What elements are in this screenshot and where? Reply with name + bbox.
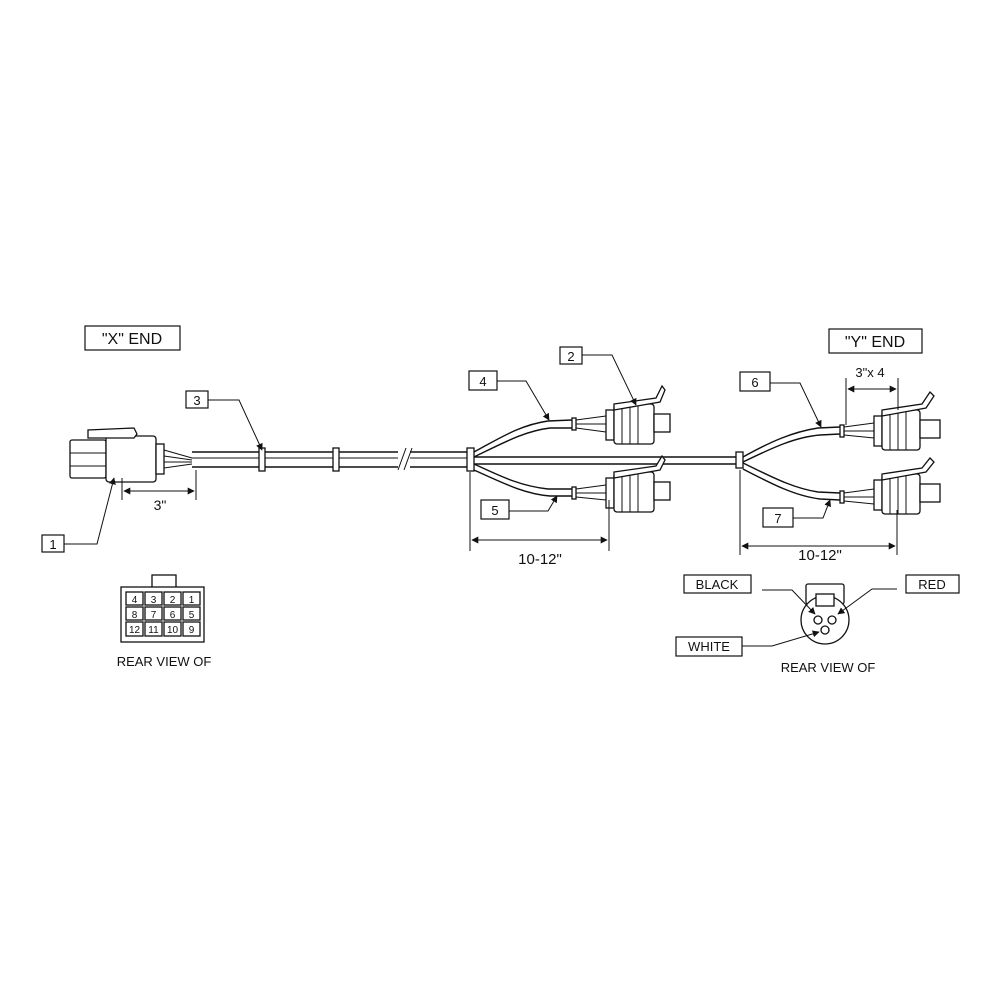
connector-6-plug xyxy=(873,390,941,451)
svg-text:7: 7 xyxy=(151,610,157,621)
label-black: BLACK xyxy=(683,574,816,615)
callout-6: 6 xyxy=(739,371,822,428)
svg-text:10-12": 10-12" xyxy=(798,547,842,564)
svg-text:7: 7 xyxy=(774,511,781,526)
dimension-branch-left: 10-12" xyxy=(469,472,610,568)
svg-text:5: 5 xyxy=(189,610,195,621)
svg-text:5: 5 xyxy=(491,503,498,518)
callout-2: 2 xyxy=(559,346,637,406)
svg-text:9: 9 xyxy=(189,625,195,636)
svg-text:4: 4 xyxy=(479,374,486,389)
svg-text:REAR VIEW OF: REAR VIEW OF xyxy=(781,660,876,675)
svg-text:12: 12 xyxy=(129,625,141,636)
x-end-connector xyxy=(69,427,193,483)
pin-grid xyxy=(125,591,201,637)
branch-4 xyxy=(473,415,607,458)
callout-5: 5 xyxy=(480,495,558,520)
svg-text:BLACK: BLACK xyxy=(696,577,739,592)
branch-5 xyxy=(473,463,607,501)
callout-4: 4 xyxy=(468,370,550,421)
svg-text:2: 2 xyxy=(170,595,176,606)
connector-5-plug xyxy=(605,454,671,513)
callout-3: 3 xyxy=(185,390,263,451)
connector-2 xyxy=(605,384,671,445)
svg-text:6: 6 xyxy=(170,610,176,621)
svg-text:8: 8 xyxy=(132,610,138,621)
svg-text:RED: RED xyxy=(918,577,945,592)
svg-text:1: 1 xyxy=(49,537,56,552)
svg-text:"X" END: "X" END xyxy=(102,331,162,348)
svg-text:4: 4 xyxy=(132,595,138,606)
branch-7 xyxy=(742,462,875,505)
x-end-rear-view: 4 3 2 1 8 7 6 5 12 11 10 9 REAR VIEW OF xyxy=(117,574,212,669)
svg-text:WHITE: WHITE xyxy=(688,639,730,654)
svg-text:3: 3 xyxy=(151,595,157,606)
svg-text:3"x 4: 3"x 4 xyxy=(855,365,884,380)
svg-text:2: 2 xyxy=(567,349,574,364)
svg-text:3": 3" xyxy=(154,497,167,513)
callout-7: 7 xyxy=(762,499,831,528)
label-red: RED xyxy=(837,574,960,615)
y-end-title: "Y" END xyxy=(828,328,923,354)
svg-text:10: 10 xyxy=(167,625,179,636)
dimension-y-pitch: 3"x 4 xyxy=(845,365,899,425)
svg-text:REAR VIEW OF: REAR VIEW OF xyxy=(117,654,212,669)
svg-text:1: 1 xyxy=(189,595,195,606)
branch-6 xyxy=(742,422,875,463)
svg-text:10-12": 10-12" xyxy=(518,551,562,568)
svg-text:3: 3 xyxy=(193,393,200,408)
svg-text:6: 6 xyxy=(751,375,758,390)
dimension-x-tail: 3" xyxy=(121,470,197,513)
x-end-title: "X" END xyxy=(84,325,181,351)
svg-text:"Y" END: "Y" END xyxy=(845,334,905,351)
y-end-rear-view: BLACK RED WHITE REAR VIEW OF xyxy=(675,574,960,675)
label-white: WHITE xyxy=(675,630,820,657)
main-trunk xyxy=(192,447,744,472)
dimension-branch-right: 10-12" xyxy=(739,470,898,564)
callout-1: 1 xyxy=(41,477,116,553)
connector-7-plug xyxy=(873,457,941,515)
svg-text:11: 11 xyxy=(148,625,159,636)
